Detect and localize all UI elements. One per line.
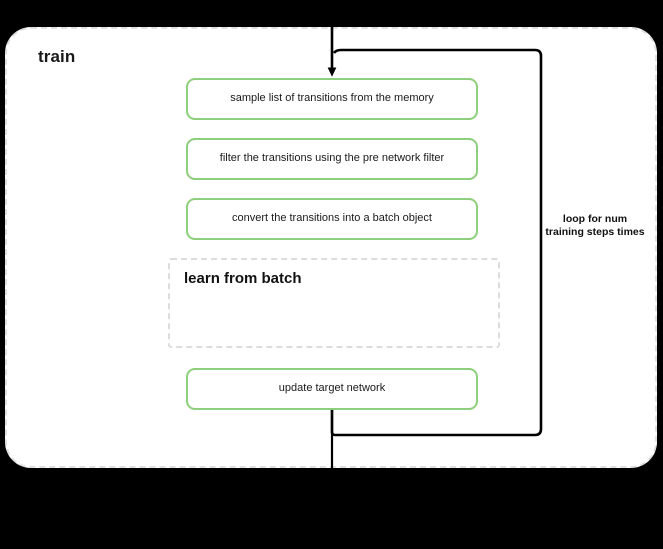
- subprocess-learn-from-batch-label: learn from batch: [184, 270, 302, 287]
- step-sample-list-of-transitions[interactable]: sample list of transitions from the memo…: [186, 78, 478, 120]
- step-filter-transitions[interactable]: filter the transitions using the pre net…: [186, 138, 478, 180]
- step-update-target-network[interactable]: update target network: [186, 368, 478, 410]
- subprocess-learn-from-batch[interactable]: learn from batch: [168, 258, 500, 348]
- step-convert-transitions-to-batch[interactable]: convert the transitions into a batch obj…: [186, 198, 478, 240]
- step-convert-label: convert the transitions into a batch obj…: [232, 212, 432, 225]
- step-update-target-label: update target network: [278, 382, 386, 395]
- step-filter-label: filter the transitions using the pre net…: [219, 152, 445, 165]
- train-group-title: train: [38, 47, 76, 66]
- loop-annotation-label: loop for num training steps times: [545, 213, 645, 239]
- step-sample-label: sample list of transitions from the memo…: [230, 92, 434, 105]
